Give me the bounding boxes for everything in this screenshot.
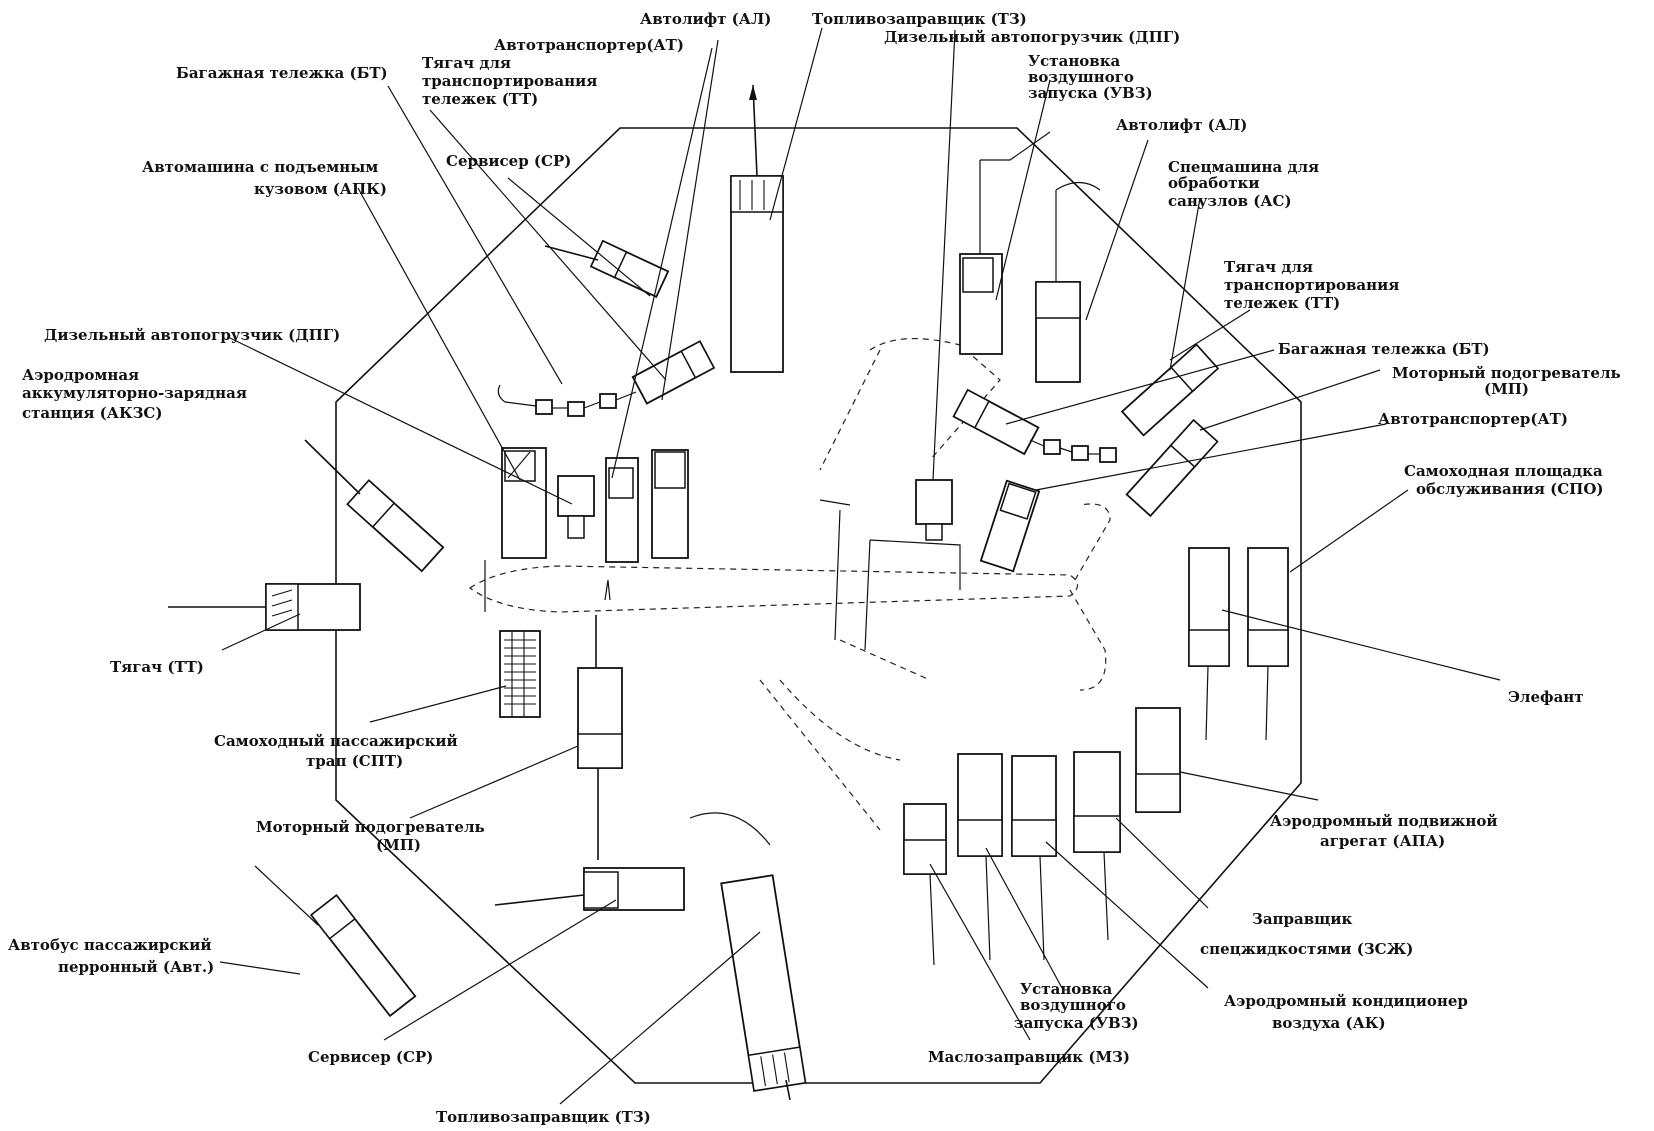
label-akzs-3: станция (АКЗС) <box>22 404 162 422</box>
label-apa-2: агрегат (АПА) <box>1320 832 1445 850</box>
label-tt-top-1: Тягач для <box>422 54 511 72</box>
label-mp-right-1: Моторный подогреватель <box>1392 364 1621 382</box>
label-uvz-top-1: Установка <box>1028 52 1121 70</box>
label-spo-2: обслуживания (СПО) <box>1416 480 1604 498</box>
label-mp-bottom-1: Моторный подогреватель <box>256 818 485 836</box>
label-bt-right: Багажная тележка (БТ) <box>1278 340 1490 358</box>
label-uvz-bottom-1: Установка <box>1020 980 1113 998</box>
label-mz: Маслозаправщик (МЗ) <box>928 1048 1130 1066</box>
vehicle-sr-bottom <box>494 867 685 911</box>
vehicle-at-right <box>1125 418 1219 518</box>
label-uvz-bottom-2: воздушного <box>1020 996 1126 1014</box>
baggage-train-right <box>1029 439 1117 463</box>
vehicle-sr-top <box>589 239 670 299</box>
vehicle-zsg <box>1073 751 1121 941</box>
label-apk-2: кузовом (АПК) <box>254 180 387 198</box>
vehicle-mz <box>903 803 947 966</box>
label-spo-1: Самоходная площадка <box>1404 462 1603 480</box>
vehicle-bt-right <box>952 388 1040 456</box>
vehicle-tt-right <box>1120 343 1220 437</box>
label-zsg-1: Заправщик <box>1252 910 1353 928</box>
label-spt-1: Самоходный пассажирский <box>214 732 458 750</box>
vehicle-spo-2 <box>1247 547 1289 741</box>
baggage-train-left <box>497 384 637 417</box>
vehicle-akzs <box>346 479 445 573</box>
label-tt-top-3: тележек (ТТ) <box>422 90 538 108</box>
vehicle-spt <box>499 630 541 718</box>
vehicle-uvz-top <box>959 131 1051 355</box>
label-sr-bottom: Сервисер (СР) <box>308 1048 433 1066</box>
vehicle-as <box>1035 181 1101 383</box>
vehicle-ak <box>1011 755 1057 961</box>
vehicle-mp-right <box>979 479 1041 573</box>
label-mp-right-2: (МП) <box>1484 380 1529 398</box>
vehicle-mp-bottom <box>577 615 623 860</box>
service-zone-boundary <box>335 127 1302 1084</box>
vehicle-uvz-bottom <box>957 753 1003 961</box>
label-bt-top: Багажная тележка (БТ) <box>176 64 388 82</box>
label-uvz-bottom-3: запуска (УВЗ) <box>1014 1014 1139 1032</box>
label-ak-1: Аэродромный кондиционер <box>1224 992 1468 1010</box>
label-tt-left: Тягач (ТТ) <box>110 658 204 676</box>
label-dpg-left: Дизельный автопогрузчик (ДПГ) <box>44 326 340 344</box>
label-as-2: обработки <box>1168 174 1259 192</box>
vehicle-apk <box>501 447 547 559</box>
label-akzs-2: аккумуляторно-зарядная <box>22 384 247 402</box>
label-tt-right-2: транспортирования <box>1224 276 1399 294</box>
label-apk-1: Автомашина с подъемным <box>142 158 378 176</box>
label-sr-top: Сервисер (СР) <box>446 152 571 170</box>
label-tt-right-3: тележек (ТТ) <box>1224 294 1340 312</box>
label-al-right: Автолифт (АЛ) <box>1116 116 1247 134</box>
label-bus-2: перронный (Авт.) <box>58 958 214 976</box>
vehicle-tt-top <box>631 340 716 405</box>
vehicle-spo-1 <box>1188 547 1230 741</box>
vehicle-apa <box>1135 707 1181 813</box>
label-tz-bottom: Топливозаправщик (ТЗ) <box>436 1108 651 1126</box>
vehicle-bus <box>309 894 417 1018</box>
vehicle-al-top <box>651 449 689 559</box>
vehicle-dpg-top <box>557 475 595 539</box>
label-as-1: Спецмашина для <box>1168 158 1319 176</box>
label-as-3: санузлов (АС) <box>1168 192 1292 210</box>
label-bus-1: Автобус пассажирский <box>8 936 212 954</box>
label-tt-right-1: Тягач для <box>1224 258 1313 276</box>
label-tt-top-2: транспортирования <box>422 72 597 90</box>
label-uvz-top-2: воздушного <box>1028 68 1134 86</box>
label-al-top: Автолифт (АЛ) <box>640 10 771 28</box>
label-tz-top: Топливозаправщик (ТЗ) <box>812 10 1027 28</box>
vehicle-dpg-right <box>915 29 956 541</box>
label-zsg-2: спецжидкостями (ЗСЖ) <box>1200 940 1413 958</box>
label-at-right: Автотранспортер(АТ) <box>1378 410 1568 428</box>
vehicle-tt-left <box>168 583 361 631</box>
label-uvz-top-3: запуска (УВЗ) <box>1028 84 1153 102</box>
vehicle-at-top <box>605 457 639 563</box>
vehicle-tz-top <box>730 84 784 373</box>
label-mp-bottom-2: (МП) <box>376 836 421 854</box>
label-at-top: Автотранспортер(АТ) <box>494 36 684 54</box>
leader-lines <box>219 27 1501 1105</box>
label-dpg-top: Дизельный автопогрузчик (ДПГ) <box>884 28 1180 46</box>
label-apa-1: Аэродромный подвижной <box>1270 812 1498 830</box>
label-akzs-1: Аэродромная <box>22 366 139 384</box>
label-spt-2: трап (СПТ) <box>306 752 403 770</box>
label-ak-2: воздуха (АК) <box>1272 1014 1386 1032</box>
labels: Автолифт (АЛ) Топливозаправщик (ТЗ) Авто… <box>8 10 1621 1126</box>
vehicle-tz-bottom <box>720 874 807 1092</box>
label-elefant: Элефант <box>1508 688 1584 706</box>
